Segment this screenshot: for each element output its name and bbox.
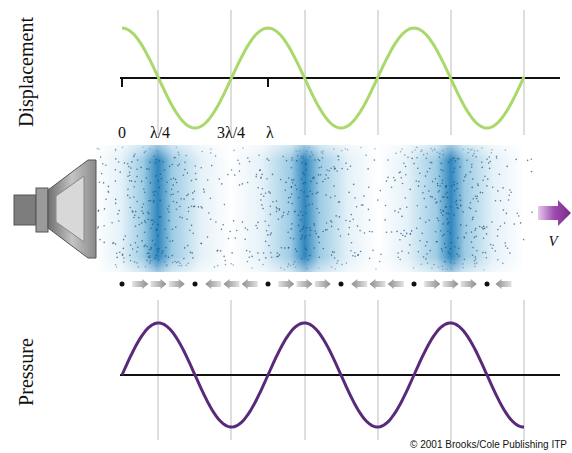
motion-arrow bbox=[169, 279, 185, 289]
grid-line bbox=[451, 10, 452, 135]
motion-arrow bbox=[205, 279, 221, 289]
motion-arrow bbox=[297, 279, 313, 289]
copyright-note: © 2001 Brooks/Cole Publishing ITP bbox=[410, 440, 567, 450]
axis-title: Displacement bbox=[16, 17, 36, 127]
grid-line bbox=[524, 300, 525, 440]
grid-line bbox=[158, 300, 159, 440]
grid-line bbox=[378, 300, 379, 440]
motion-arrow bbox=[461, 279, 477, 289]
particle-dot bbox=[339, 282, 344, 287]
particle-dot bbox=[485, 282, 490, 287]
motion-arrow bbox=[370, 279, 386, 289]
axis-title: Pressure bbox=[16, 338, 36, 406]
particle-dot bbox=[412, 282, 417, 287]
motion-arrow bbox=[132, 279, 148, 289]
grid-line bbox=[305, 300, 306, 440]
particle-dot bbox=[266, 282, 271, 287]
air-medium bbox=[95, 145, 535, 272]
motion-arrow bbox=[242, 279, 258, 289]
tick bbox=[121, 78, 123, 87]
grid-line bbox=[378, 10, 379, 135]
motion-arrow bbox=[278, 279, 294, 289]
particle-motion-row bbox=[120, 279, 512, 289]
motion-arrow bbox=[496, 279, 512, 289]
axis-label: 3λ/4 bbox=[217, 125, 245, 141]
motion-arrow bbox=[424, 279, 440, 289]
motion-arrow bbox=[443, 279, 459, 289]
motion-arrow bbox=[351, 279, 367, 289]
grid-line bbox=[158, 10, 159, 135]
axis-label: 0 bbox=[118, 125, 126, 141]
pressure-curve bbox=[122, 323, 524, 427]
axis-label: λ/4 bbox=[150, 125, 170, 141]
grid-line bbox=[305, 10, 306, 135]
speaker-symbol bbox=[14, 160, 96, 258]
motion-arrow bbox=[315, 279, 331, 289]
motion-arrow bbox=[388, 279, 404, 289]
motion-arrow bbox=[224, 279, 240, 289]
grid-line bbox=[231, 10, 232, 135]
motion-arrow bbox=[151, 279, 167, 289]
grid-lines bbox=[158, 300, 524, 440]
axis-label: λ bbox=[266, 125, 274, 141]
medium-fade bbox=[95, 145, 535, 272]
tick bbox=[267, 78, 269, 87]
grid-line bbox=[451, 300, 452, 440]
displacement-curve bbox=[122, 28, 524, 128]
axis-label: V bbox=[548, 234, 557, 249]
particle-dot bbox=[193, 282, 198, 287]
axis bbox=[120, 77, 560, 79]
velocity-arrow bbox=[538, 200, 571, 226]
particle-dot bbox=[120, 282, 125, 287]
grid-line bbox=[524, 10, 525, 135]
grid-line bbox=[231, 300, 232, 440]
